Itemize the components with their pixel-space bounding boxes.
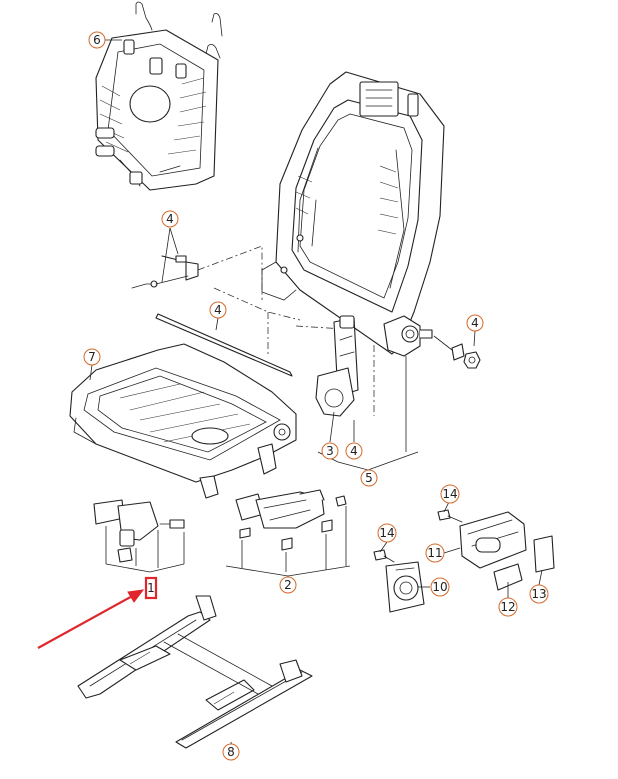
callout-ring	[377, 523, 397, 543]
callout-label: 4	[166, 212, 174, 226]
part-12-switch-cap	[493, 563, 523, 591]
callout-label: 4	[214, 303, 222, 317]
callout-label: 4	[471, 316, 479, 330]
callout-14-lower: 14	[377, 523, 397, 543]
part-1-adjust-motor	[93, 499, 185, 563]
callout-7: 7	[83, 348, 101, 366]
callout-4-nuts: 4	[466, 314, 484, 332]
callout-ring	[209, 301, 227, 319]
callout-label: 10	[432, 580, 447, 594]
callout-ring	[222, 743, 240, 761]
callout-ring	[83, 348, 101, 366]
part-4-bolt-bracket	[131, 255, 199, 289]
callout-label: 8	[227, 745, 235, 759]
part-2-motor-bracket	[235, 489, 347, 551]
part-4-nuts-right	[433, 335, 481, 369]
callout-11: 11	[425, 543, 445, 563]
callout-3: 3	[321, 442, 339, 460]
callout-ring	[529, 584, 549, 604]
callout-label: 6	[93, 33, 101, 47]
part-4-rod	[155, 313, 293, 377]
callout-label: 12	[500, 600, 515, 614]
callout-4-motor: 4	[345, 442, 363, 460]
callout-ring	[430, 577, 450, 597]
callout-label: 2	[284, 578, 292, 592]
callout-ring	[321, 442, 339, 460]
callout-8: 8	[222, 743, 240, 761]
callout-ring	[498, 597, 518, 617]
part-14-screw-upper	[437, 509, 463, 523]
callout-label: 14	[442, 487, 457, 501]
callout-label: 3	[326, 444, 334, 458]
callout-ring	[440, 484, 460, 504]
callout-ring	[425, 543, 445, 563]
highlight-label: 1	[147, 581, 155, 595]
callout-5: 5	[360, 469, 378, 487]
callout-ring	[345, 442, 363, 460]
callout-label: 4	[350, 444, 358, 458]
callout-10: 10	[430, 577, 450, 597]
assembly-dash-lines	[197, 245, 375, 416]
part-14-screw-lower	[373, 549, 395, 563]
callout-ring	[466, 314, 484, 332]
part-8-seat-rails	[77, 595, 313, 749]
callout-12: 12	[498, 597, 518, 617]
leader-lines	[89, 39, 543, 749]
callout-label: 7	[88, 350, 96, 364]
callout-label: 13	[531, 587, 546, 601]
red-pointer-arrow	[37, 589, 145, 649]
part-11-switch-housing	[459, 511, 527, 569]
part-5-backrest-frame	[261, 71, 445, 357]
part-10-switch-base	[385, 561, 425, 613]
part-7-seat-frame	[69, 343, 297, 499]
part-3-motor	[315, 315, 359, 417]
callout-label: 14	[379, 526, 394, 540]
callout-6: 6	[88, 31, 106, 49]
callout-13: 13	[529, 584, 549, 604]
callout-4-bolt: 4	[161, 210, 179, 228]
callout-ring	[88, 31, 106, 49]
callout-4-rod: 4	[209, 301, 227, 319]
callout-ring	[279, 576, 297, 594]
part-13-switch-knob	[533, 535, 555, 573]
callout-ring	[360, 469, 378, 487]
callout-2: 2	[279, 576, 297, 594]
highlight-part-1: 1	[144, 576, 158, 600]
callout-14-upper: 14	[440, 484, 460, 504]
highlight-box	[144, 576, 158, 600]
callout-label: 5	[365, 471, 373, 485]
callout-label: 11	[427, 546, 442, 560]
part-6-lumbar-mat	[95, 1, 223, 191]
callout-ring	[161, 210, 179, 228]
